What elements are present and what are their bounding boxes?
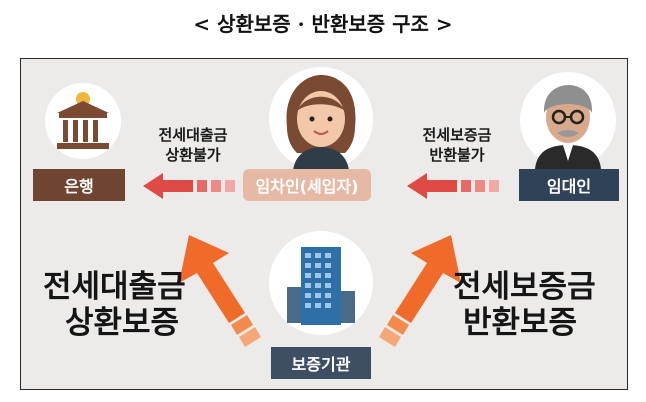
building-icon [269,231,373,335]
caption-line: 상환불가 [165,146,221,164]
orange-arrow-up-right-icon [379,235,461,347]
bank-icon [45,83,121,159]
orange-arrow-up-left-icon [179,235,261,347]
tenant-avatar [269,67,373,171]
caption-line: 반환보증 [463,305,578,341]
caption-line: 전세대출금 [43,269,186,305]
landlord-label: 임대인 [519,169,619,201]
caption-line: 상환보증 [65,305,180,341]
guarantor-label: 보증기관 [271,347,371,379]
tenant-label: 임차인(세입자) [243,169,371,201]
caption-line: 전세대출금 [158,126,228,144]
caption-line: 전세보증금 [453,269,596,305]
landlord-avatar [520,72,616,169]
page-title: < 상환보증 · 반환보증 구조 > [193,12,453,36]
red-arrow-left-icon [143,173,235,199]
caption-loan-repay-guarantee: 전세대출금 상환보증 [43,269,215,341]
caption-line: 반환불가 [429,146,485,164]
caption-deposit-return-guarantee: 전세보증금 반환보증 [453,269,623,341]
red-arrow-left-icon [407,173,499,199]
caption-line: 전세보증금 [422,126,492,144]
caption-loan-repay-impossible: 전세대출금 상환불가 [131,125,255,165]
diagram-frame: 은행 임차인(세입자) 임대인 전세대출금 상환불가 전세보증금 반환불가 [20,58,628,390]
bank-label: 은행 [33,169,125,201]
caption-deposit-return-impossible: 전세보증금 반환불가 [395,125,519,165]
